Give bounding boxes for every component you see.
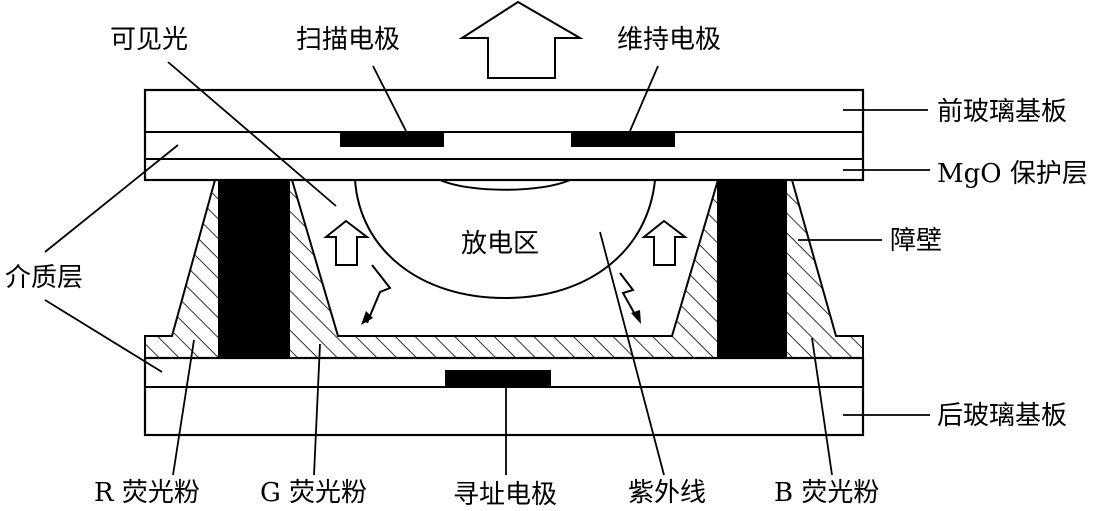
label-b-phosphor: B 荧光粉: [774, 478, 879, 508]
light-up-arrow-left: [323, 219, 370, 266]
uv-ray-right-head: [631, 310, 641, 324]
address-electrode: [445, 370, 551, 387]
discharge-region: [354, 179, 656, 300]
rear-glass-substrate: [143, 356, 865, 437]
leader-ultraviolet: [599, 231, 665, 476]
front-glass-substrate: [143, 88, 865, 182]
sustain-electrode: [571, 131, 675, 147]
discharge-inner-arc: [439, 179, 571, 191]
label-discharge-region: 放电区: [461, 229, 539, 259]
light-up-arrow-right: [641, 219, 688, 266]
label-ultraviolet: 紫外线: [628, 478, 706, 508]
uv-ray-left-head: [361, 311, 373, 325]
label-dielectric-layer: 介质层: [5, 263, 83, 293]
leader-dielectric-top: [44, 144, 179, 253]
label-g-phosphor: G 荧光粉: [260, 478, 367, 508]
leader-visible-light: [167, 61, 337, 207]
label-barrier-rib: 障壁: [890, 226, 942, 256]
label-sustain-electrode: 维持电极: [617, 25, 721, 55]
uv-ray-right: [619, 272, 638, 319]
label-rear-glass: 后玻璃基板: [937, 401, 1067, 431]
label-mgo-layer: MgO 保护层: [937, 159, 1088, 189]
leader-r-phosphor: [172, 339, 195, 476]
label-scan-electrode: 扫描电极: [296, 25, 400, 55]
leader-sustain-electrode: [629, 65, 659, 132]
label-front-glass: 前玻璃基板: [937, 97, 1067, 127]
barrier-rib-left: [218, 180, 290, 358]
scan-electrode: [340, 131, 444, 147]
barrier-rib-right: [717, 180, 787, 358]
label-r-phosphor: R 荧光粉: [94, 478, 200, 508]
leader-dielectric-bottom: [44, 299, 163, 373]
label-address-electrode: 寻址电极: [453, 480, 557, 510]
leader-b-phosphor: [811, 337, 833, 476]
leader-scan-electrode: [372, 65, 407, 132]
leader-lines: [44, 61, 930, 476]
uv-ray-left: [366, 264, 392, 324]
label-visible-light: 可见光: [110, 25, 188, 55]
emitted-light-arrow: [458, 0, 584, 79]
leader-g-phosphor: [313, 343, 321, 476]
